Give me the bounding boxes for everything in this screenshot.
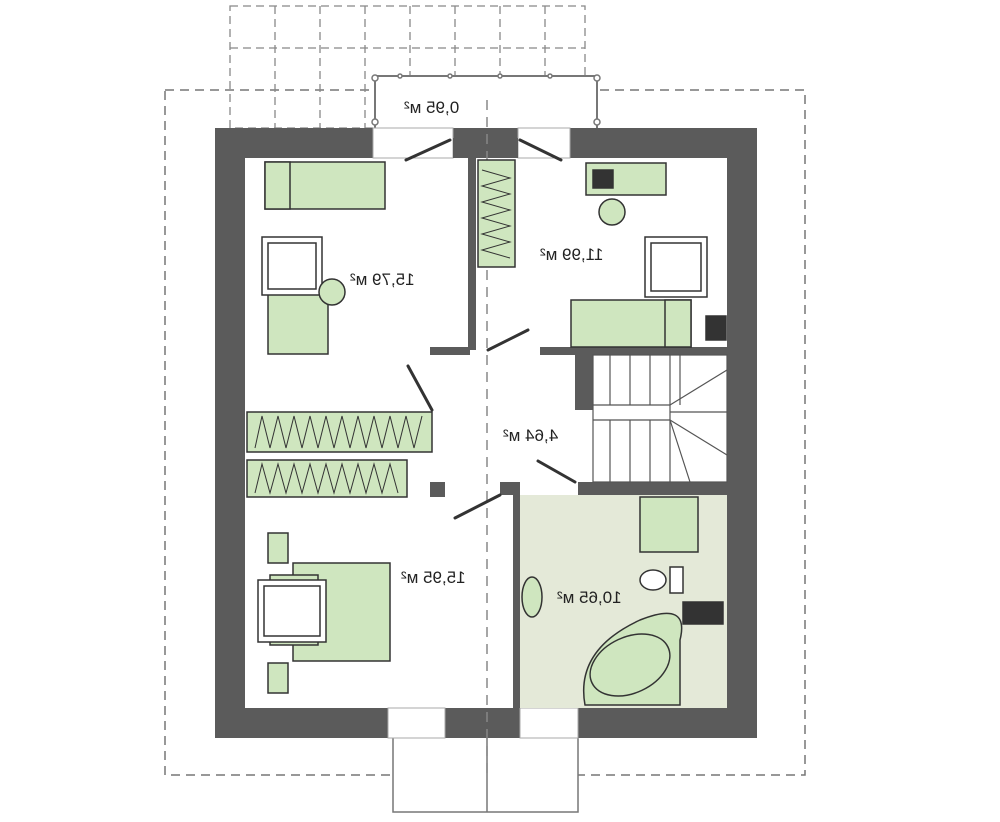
window-bottom-left <box>387 707 446 739</box>
area-unit: м² <box>503 426 521 445</box>
area-unit: м² <box>540 245 558 264</box>
area-value: 11,99 <box>562 245 604 264</box>
area-value: 15,79 <box>372 270 415 289</box>
room-area-bedroom-top-left: 15,79 м² <box>350 270 415 290</box>
area-value: 0,95 <box>426 98 460 117</box>
area-unit: м² <box>401 568 419 587</box>
furniture-bedroom-top-right <box>570 162 727 348</box>
balcony-railing <box>374 75 598 128</box>
window-bottom-right <box>519 707 579 739</box>
area-unit: м² <box>557 588 575 607</box>
room-area-balcony: 0,95 м² <box>404 98 459 118</box>
area-value: 15,95 <box>423 568 466 587</box>
furniture-bedroom-top-left <box>261 161 386 355</box>
area-value: 4,64 <box>525 426 559 445</box>
bathroom-fixtures <box>521 496 724 706</box>
room-area-bedroom-bottom-left: 15,95 м² <box>401 568 466 588</box>
staircase <box>592 354 728 483</box>
room-area-bedroom-top-right: 11,99 м² <box>540 245 603 265</box>
area-unit: м² <box>404 98 422 117</box>
doors <box>404 138 577 520</box>
railing-posts <box>371 73 601 126</box>
area-unit: м² <box>350 270 368 289</box>
furniture-bedroom-bottom-left <box>257 532 391 694</box>
room-area-hall: 4,64 м² <box>503 426 558 446</box>
interior-walls <box>430 158 727 708</box>
room-area-bathroom: 10,65 м² <box>557 588 622 608</box>
area-value: 10,65 <box>579 588 622 607</box>
balcony-floor <box>375 76 597 128</box>
